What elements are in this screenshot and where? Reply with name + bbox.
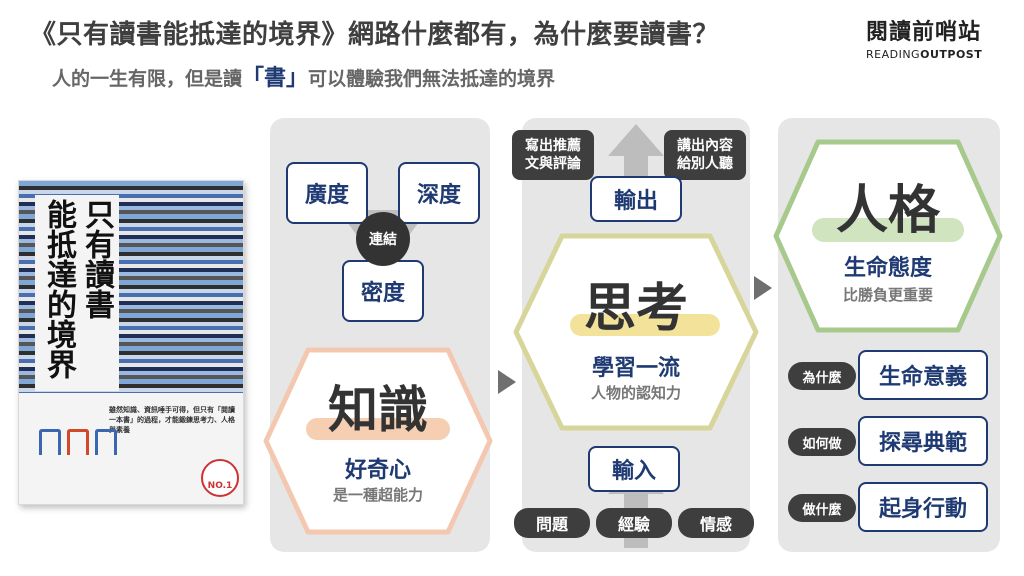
knowledge-hexagon: 知識 好奇心 是一種超能力 xyxy=(262,346,494,536)
book-title: 只有讀書 能抵達的境界 xyxy=(35,195,119,391)
what-label: 做什麼 xyxy=(788,494,856,522)
input-experience: 經驗 xyxy=(596,508,672,538)
dimension-depth: 深度 xyxy=(398,162,480,224)
dimension-density: 密度 xyxy=(342,260,424,322)
thinking-highlight xyxy=(570,314,720,336)
thinking-note: 人物的認知力 xyxy=(590,384,681,402)
subtitle-highlight: 「書」 xyxy=(242,66,309,91)
arrow-right-icon xyxy=(754,276,772,300)
arrow-right-icon xyxy=(498,370,516,394)
link-circle: 連結 xyxy=(356,212,410,266)
subtitle-part-1: 人的一生有限，但是讀 xyxy=(52,68,243,90)
brand-en-light: READING xyxy=(866,48,921,61)
why-label: 為什麼 xyxy=(788,362,856,390)
subtitle-part-2: 可以體驗我們無法抵達的境界 xyxy=(308,68,556,90)
book-title-col-1: 只有讀書 xyxy=(79,199,114,319)
personality-highlight xyxy=(812,218,964,242)
input-question: 問題 xyxy=(514,508,590,538)
thinking-sub: 學習一流 xyxy=(591,356,680,381)
output-note-speak-text: 講出內容 給別人聽 xyxy=(677,138,733,172)
brand-name-cn: 閱讀前哨站 xyxy=(866,20,982,45)
arch-icon xyxy=(95,429,117,455)
output-note-speak: 講出內容 給別人聽 xyxy=(664,130,746,180)
output-note-write-text: 寫出推薦 文與評論 xyxy=(525,138,581,172)
output-label: 輸出 xyxy=(590,176,682,222)
personality-title: 人格 xyxy=(835,181,940,241)
brand-en-bold: OUTPOST xyxy=(920,48,983,61)
knowledge-note: 是一種超能力 xyxy=(332,486,423,504)
personality-hexagon: 人格 生命態度 比勝負更重要 xyxy=(772,138,1004,334)
page-title: 《只有讀書能抵達的境界》網路什麼都有，為什麼要讀書？ xyxy=(30,20,720,50)
knowledge-hexagon-shape xyxy=(263,347,493,535)
life-meaning: 生命意義 xyxy=(858,350,988,400)
book-title-col-2: 能抵達的境界 xyxy=(41,199,76,379)
brand-name-en: READINGOUTPOST xyxy=(866,48,996,61)
book-badge: NO.1 xyxy=(201,459,239,497)
page-subtitle: 人的一生有限，但是讀「書」可以體驗我們無法抵達的境界 xyxy=(52,60,555,92)
personality-note: 比勝負更重要 xyxy=(842,286,933,304)
thinking-title: 思考 xyxy=(583,279,688,339)
seek-role-model: 探尋典範 xyxy=(858,416,988,466)
book-subtitle: 雖然知識、資訊唾手可得，但只有「閱讀一本書」的過程，才能鍛鍊思考力、人格與素養 xyxy=(109,406,235,434)
arrow-up-icon xyxy=(608,124,664,210)
book-icons xyxy=(39,429,117,455)
output-note-write: 寫出推薦 文與評論 xyxy=(512,130,594,180)
brand-logo: 閱讀前哨站 READINGOUTPOST xyxy=(866,14,996,61)
thinking-hexagon: 思考 學習一流 人物的認知力 xyxy=(512,232,760,432)
knowledge-highlight xyxy=(306,418,450,440)
arch-icon xyxy=(67,429,89,455)
knowledge-title: 知識 xyxy=(328,381,428,439)
input-label: 輸入 xyxy=(588,446,680,492)
book-cover: 只有讀書 能抵達的境界 雖然知識、資訊唾手可得，但只有「閱讀一本書」的過程，才能… xyxy=(18,180,244,505)
dimension-breadth: 廣度 xyxy=(286,162,368,224)
take-action: 起身行動 xyxy=(858,482,988,532)
personality-sub: 生命態度 xyxy=(843,256,932,281)
how-label: 如何做 xyxy=(788,428,856,456)
knowledge-sub: 好奇心 xyxy=(344,458,411,483)
arch-icon xyxy=(39,429,61,455)
input-emotion: 情感 xyxy=(678,508,754,538)
